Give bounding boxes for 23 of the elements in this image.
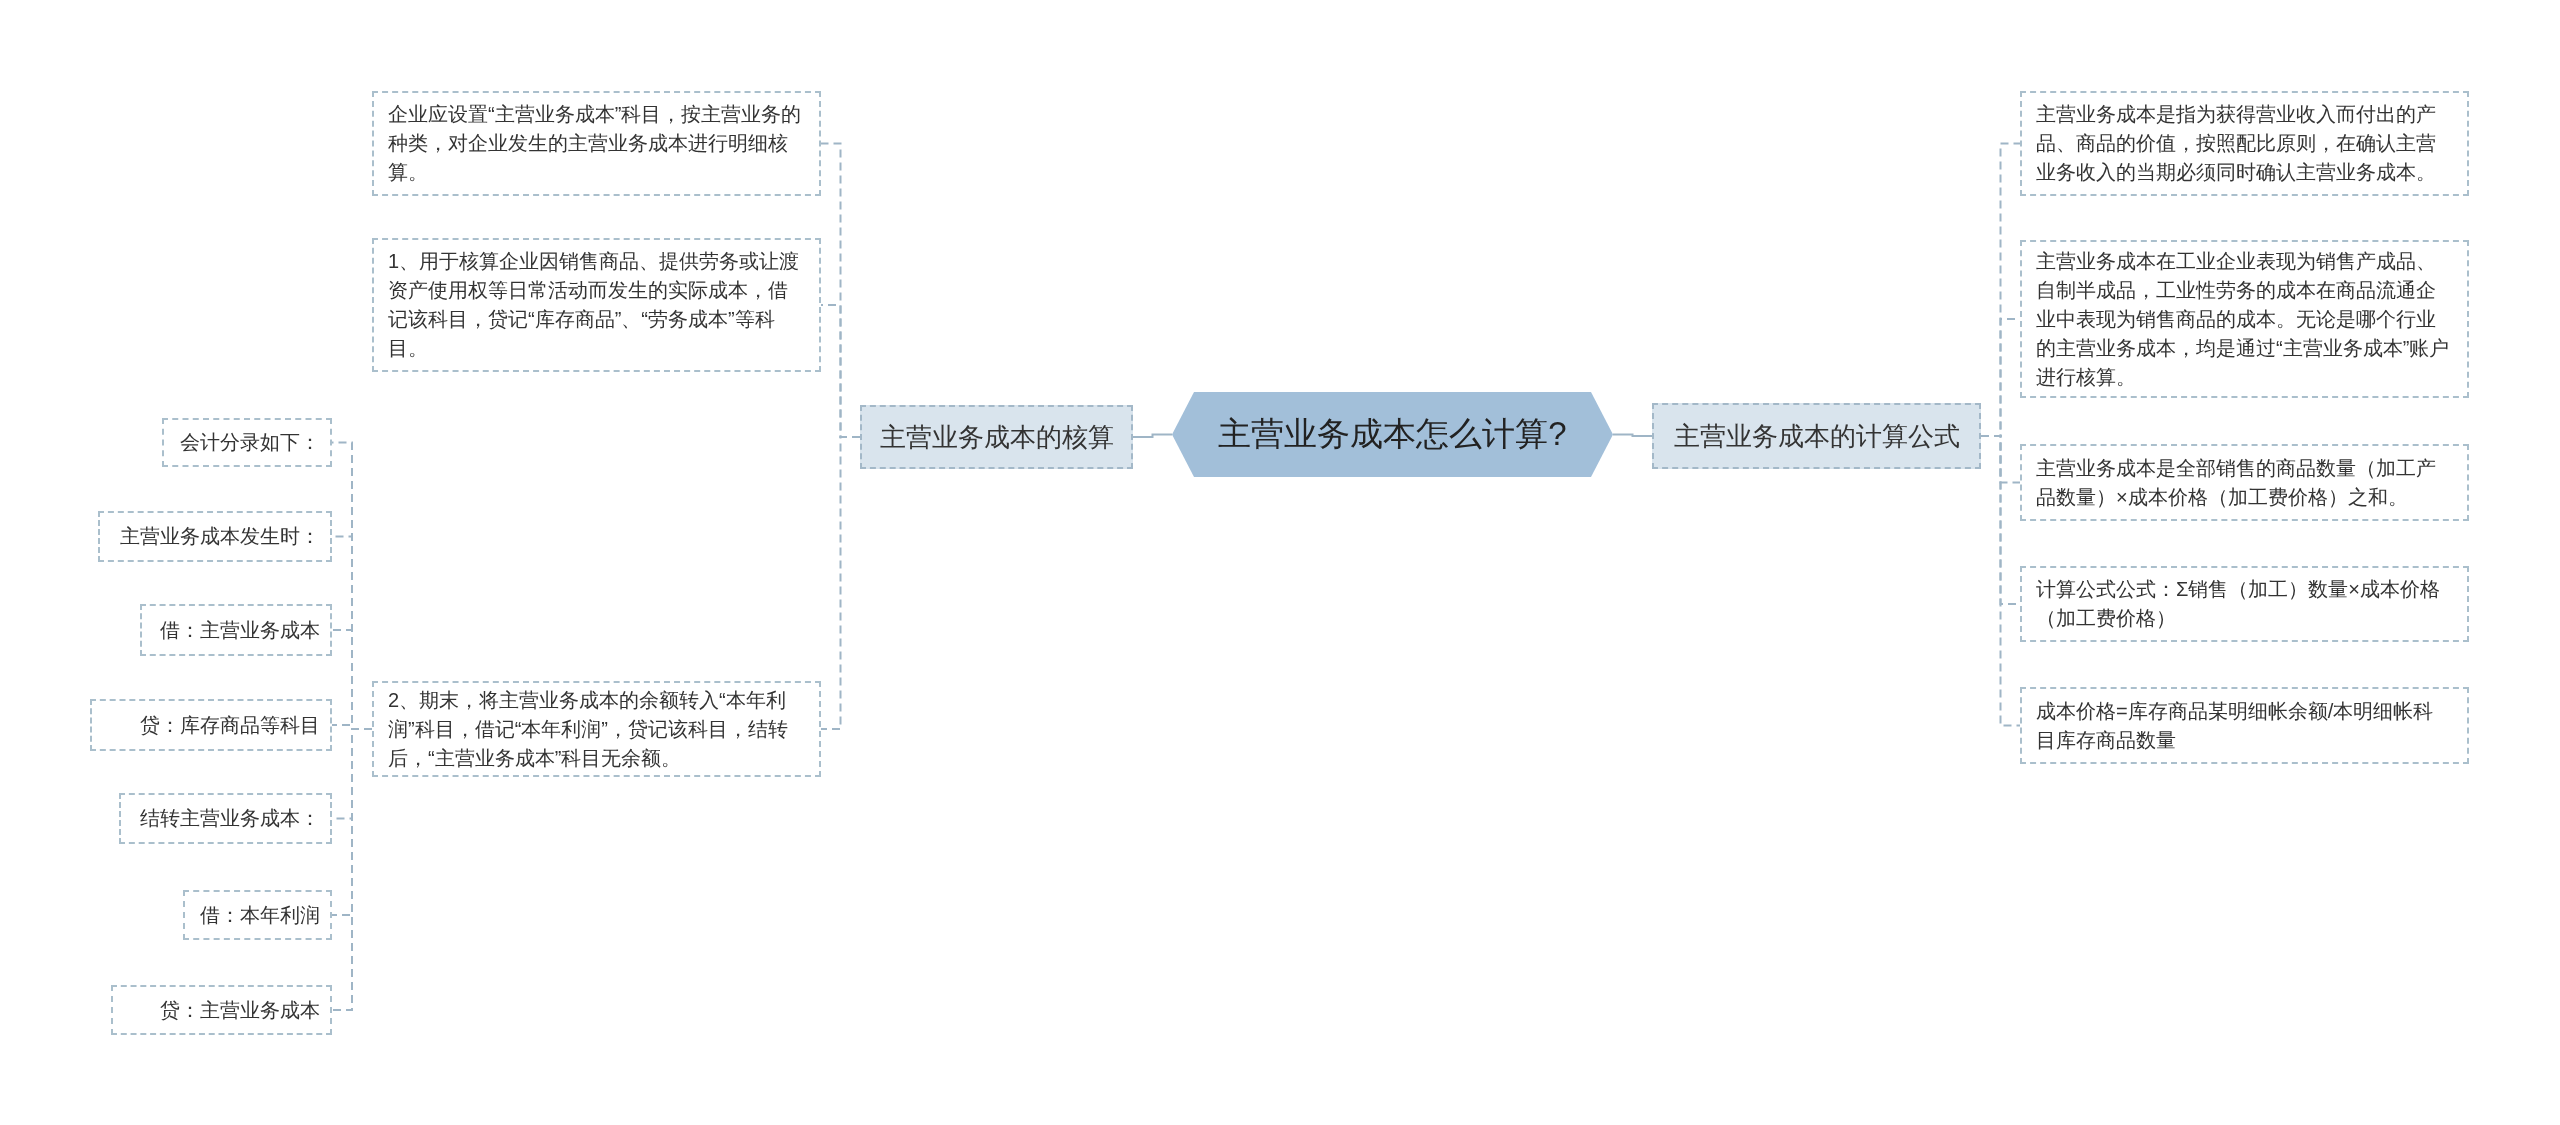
note-box: 计算公式公式：Σ销售（加工）数量×成本价格（加工费价格） [2020,566,2469,642]
branch-box: 主营业务成本的核算 [860,405,1133,469]
note-box: 会计分录如下： [162,418,332,467]
note-box: 主营业务成本是全部销售的商品数量（加工产品数量）×成本价格（加工费价格）之和。 [2020,444,2469,521]
note-box: 借：本年利润 [183,890,332,940]
topic-hexagon: 主营业务成本怎么计算? [1172,392,1613,477]
branch-box: 主营业务成本的计算公式 [1652,403,1981,469]
note-box: 企业应设置“主营业务成本”科目，按主营业务的种类，对企业发生的主营业务成本进行明细核算。 [372,91,821,196]
connector [820,436,861,730]
note-box: 结转主营业务成本： [119,793,332,844]
note-box: 1、用于核算企业因销售商品、提供劳务或让渡资产使用权等日常活动而发生的实际成本，借记该科目，贷记“库存商品”、“劳务成本”等科目。 [372,238,821,372]
note-box: 2、期末，将主营业务成本的余额转入“本年利润”科目，借记“本年利润”，贷记该科目，结转后，“主营业务成本”科目无余额。 [372,681,821,777]
note-box: 主营业务成本发生时： [98,511,332,562]
connector [1132,433,1173,438]
note-box: 成本价格=库存商品某明细帐余额/本明细帐科目库存商品数量 [2020,687,2469,764]
note-box: 贷：库存商品等科目 [90,699,332,751]
note-box: 借：主营业务成本 [140,604,332,656]
note-box: 主营业务成本在工业企业表现为销售产成品、自制半成品，工业性劳务的成本在商品流通企业中表现为销售商品的成本。无论是哪个行业的主营业务成本，均是通过“主营业务成本”账户进行核算。 [2020,240,2469,398]
connector [1980,435,2021,727]
note-box: 主营业务成本是指为获得营业收入而付出的产品、商品的价值，按照配比原则，在确认主营业务收入的当期必须同时确认主营业务成本。 [2020,91,2469,196]
connector [1612,433,1653,437]
note-box: 贷：主营业务成本 [111,985,332,1035]
connector [331,728,373,1011]
